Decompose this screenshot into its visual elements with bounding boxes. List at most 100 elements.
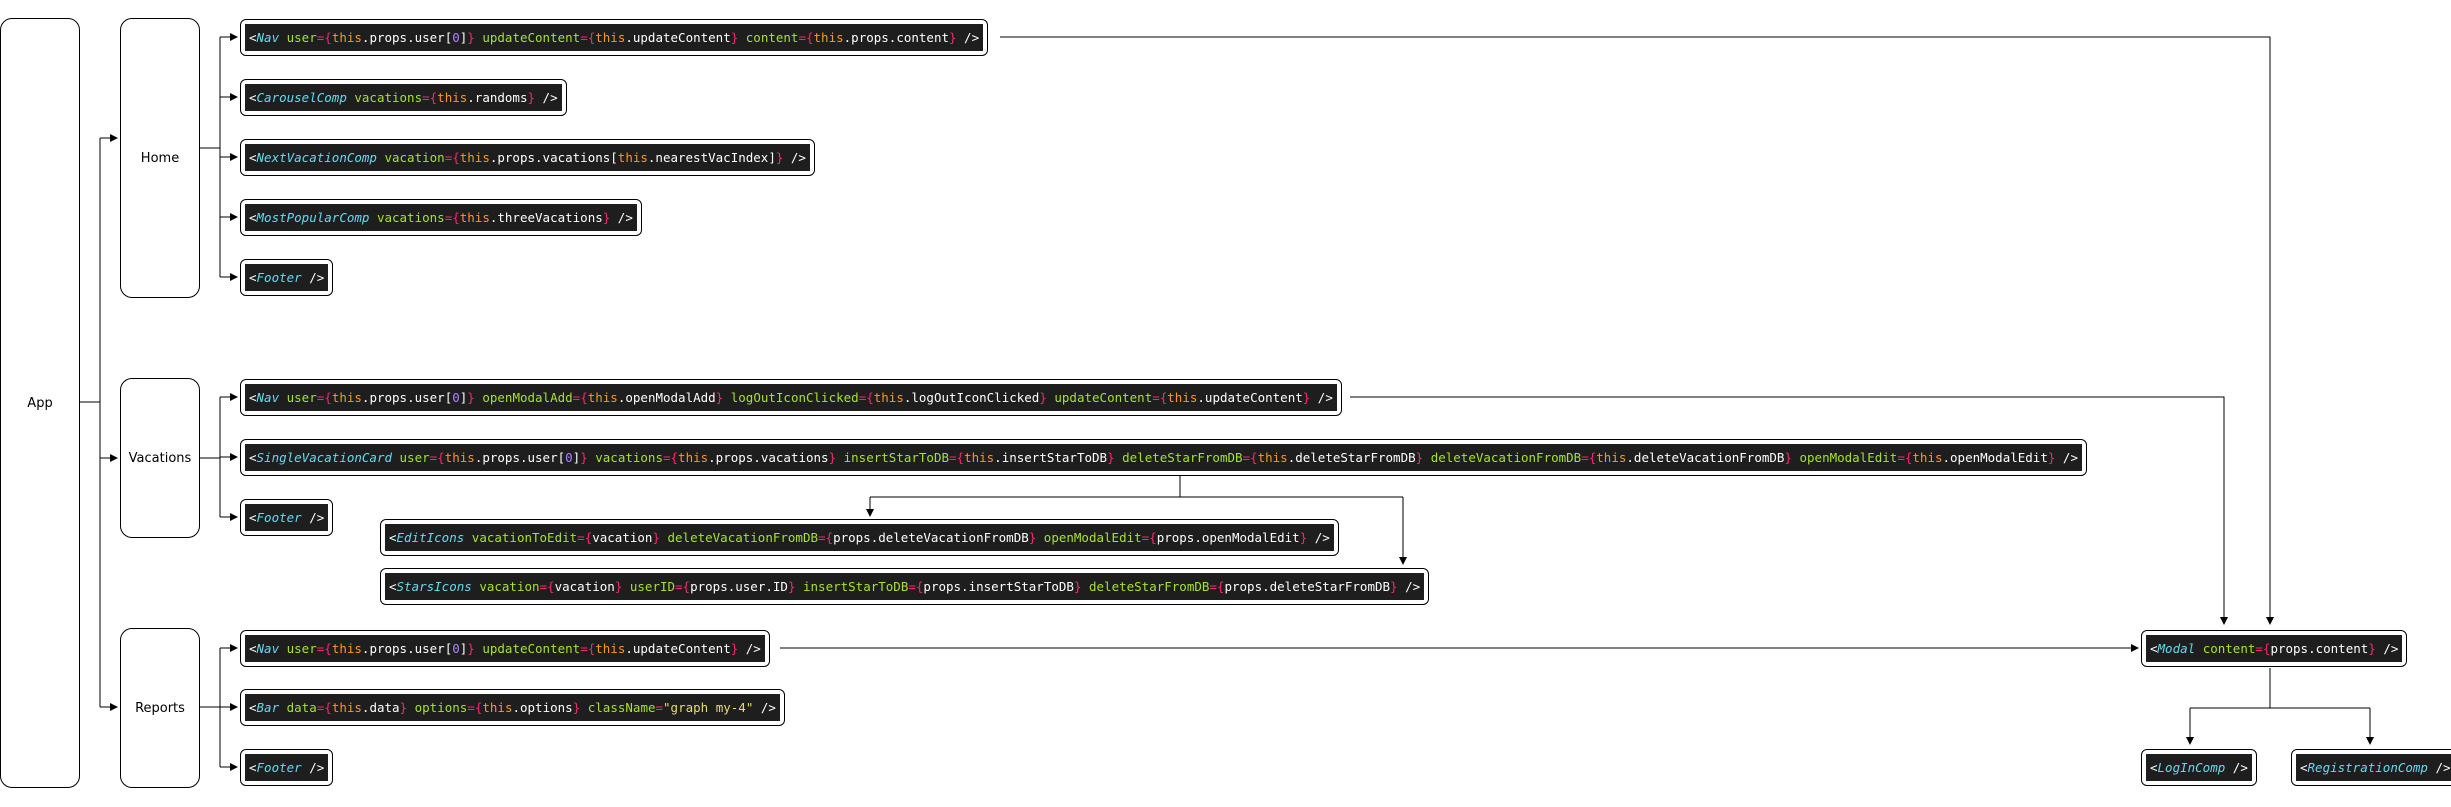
expression-text: .props.vacations[: [489, 150, 618, 165]
expression-text: .data: [361, 700, 400, 715]
component-name: EditIcons: [396, 530, 465, 545]
prop-name: user: [279, 641, 317, 656]
punctuation: ={: [580, 30, 596, 45]
login-comp-node: <LogInComp />: [2141, 749, 2257, 786]
jsx-bracket: <: [249, 90, 257, 105]
punctuation: ={: [1242, 450, 1258, 465]
edge-card-split: [870, 476, 1403, 498]
this-keyword: this: [1596, 450, 1627, 465]
jsx-bracket: />: [2225, 760, 2248, 775]
app-box: App: [0, 18, 80, 788]
jsx-bracket: />: [301, 760, 325, 775]
edge-app-trunk: [80, 138, 101, 707]
prop-name: deleteStarFromDB: [1081, 579, 1210, 594]
punctuation: ={: [1209, 579, 1225, 594]
component-name: Footer: [256, 510, 302, 525]
code-line: <Nav user={this.props.user[0]} openModal…: [245, 384, 1337, 411]
expression-text: props.openModalEdit: [1156, 530, 1300, 545]
code-line: <CarouselComp vacations={this.randoms} /…: [245, 84, 562, 111]
home-box: Home: [120, 18, 200, 298]
punctuation: }: [652, 530, 660, 545]
jsx-bracket: />: [2375, 641, 2399, 656]
prop-name: options: [407, 700, 468, 715]
punctuation: }: [1784, 450, 1792, 465]
expression-text: .updateContent: [625, 641, 731, 656]
jsx-bracket: />: [738, 641, 761, 656]
punctuation: }: [1415, 450, 1424, 465]
punctuation: }: [572, 700, 581, 715]
jsx-bracket: <: [249, 700, 257, 715]
prop-name: deleteVacationFromDB: [1423, 450, 1582, 465]
component-name: LogInComp: [2157, 760, 2226, 775]
this-keyword: this: [1167, 390, 1198, 405]
prop-name: updateContent: [1046, 390, 1153, 405]
vacations-label: Vacations: [128, 450, 192, 466]
punctuation: ={: [2255, 641, 2271, 656]
this-keyword: this: [437, 90, 468, 105]
jsx-bracket: />: [1397, 579, 1421, 594]
punctuation: ={: [316, 30, 332, 45]
jsx-bracket: <: [249, 150, 257, 165]
expression-text: .insertStarToDB: [994, 450, 1108, 465]
this-keyword: this: [331, 700, 362, 715]
edge-modal-split: [2190, 668, 2370, 709]
code-line: <Footer />: [245, 264, 329, 291]
prop-name: vacations: [369, 210, 445, 225]
jsx-bracket: />: [535, 90, 558, 105]
prop-name: updateContent: [474, 641, 581, 656]
this-keyword: this: [964, 450, 995, 465]
component-name: RegistrationComp: [2307, 760, 2428, 775]
this-keyword: this: [444, 450, 475, 465]
punctuation: }: [2368, 641, 2376, 656]
prop-name: user: [392, 450, 430, 465]
jsx-bracket: <: [249, 390, 257, 405]
vacations-box: Vacations: [120, 378, 200, 538]
jsx-bracket: />: [783, 150, 806, 165]
punctuation: ={: [444, 150, 460, 165]
expression-text: ]: [459, 390, 468, 405]
expression-text: props.user.ID: [690, 579, 788, 594]
vac-single-card-node: <SingleVacationCard user={this.props.use…: [240, 439, 2087, 476]
jsx-bracket: <: [249, 510, 257, 525]
jsx-bracket: <: [249, 210, 257, 225]
app-label: App: [27, 395, 53, 411]
jsx-bracket: />: [301, 510, 325, 525]
expression-text: .openModalEdit: [1942, 450, 2048, 465]
prop-name: openModalAdd: [474, 390, 573, 405]
prop-name: insertStarToDB: [795, 579, 909, 594]
this-keyword: this: [482, 700, 513, 715]
vac-footer-node: <Footer />: [240, 499, 334, 536]
component-name: Nav: [256, 641, 280, 656]
code-line: <Footer />: [245, 504, 329, 531]
this-keyword: this: [678, 450, 709, 465]
punctuation: ={: [316, 700, 332, 715]
prop-name: user: [279, 30, 317, 45]
prop-name: vacationToEdit: [464, 530, 578, 545]
expression-text: .props.vacations: [708, 450, 829, 465]
code-line: <Nav user={this.props.user[0]} updateCon…: [245, 24, 984, 51]
prop-name: openModalEdit: [1036, 530, 1142, 545]
expression-text: props.content: [2270, 641, 2369, 656]
edge-rep-trunk: [200, 648, 221, 767]
prop-name: content: [2195, 641, 2256, 656]
jsx-bracket: />: [2427, 760, 2451, 775]
number-literal: 0: [452, 30, 460, 45]
component-name: MostPopularComp: [256, 210, 370, 225]
punctuation: =: [655, 700, 664, 715]
punctuation: }: [787, 579, 796, 594]
code-line: <NextVacationComp vacation={this.props.v…: [245, 144, 810, 171]
punctuation: ={: [1141, 530, 1157, 545]
punctuation: }: [467, 390, 475, 405]
rep-nav-node: <Nav user={this.props.user[0]} updateCon…: [240, 630, 770, 667]
punctuation: ={: [580, 641, 596, 656]
component-name: CarouselComp: [256, 90, 347, 105]
punctuation: }: [399, 700, 408, 715]
code-line: <LogInComp />: [2146, 754, 2252, 781]
punctuation: }: [1039, 390, 1047, 405]
jsx-bracket: />: [1307, 530, 1330, 545]
string-literal: "graph my-4": [663, 700, 754, 715]
prop-name: updateContent: [474, 30, 581, 45]
registration-comp-node: <RegistrationComp />: [2291, 749, 2451, 786]
expression-text: .openModalAdd: [617, 390, 716, 405]
